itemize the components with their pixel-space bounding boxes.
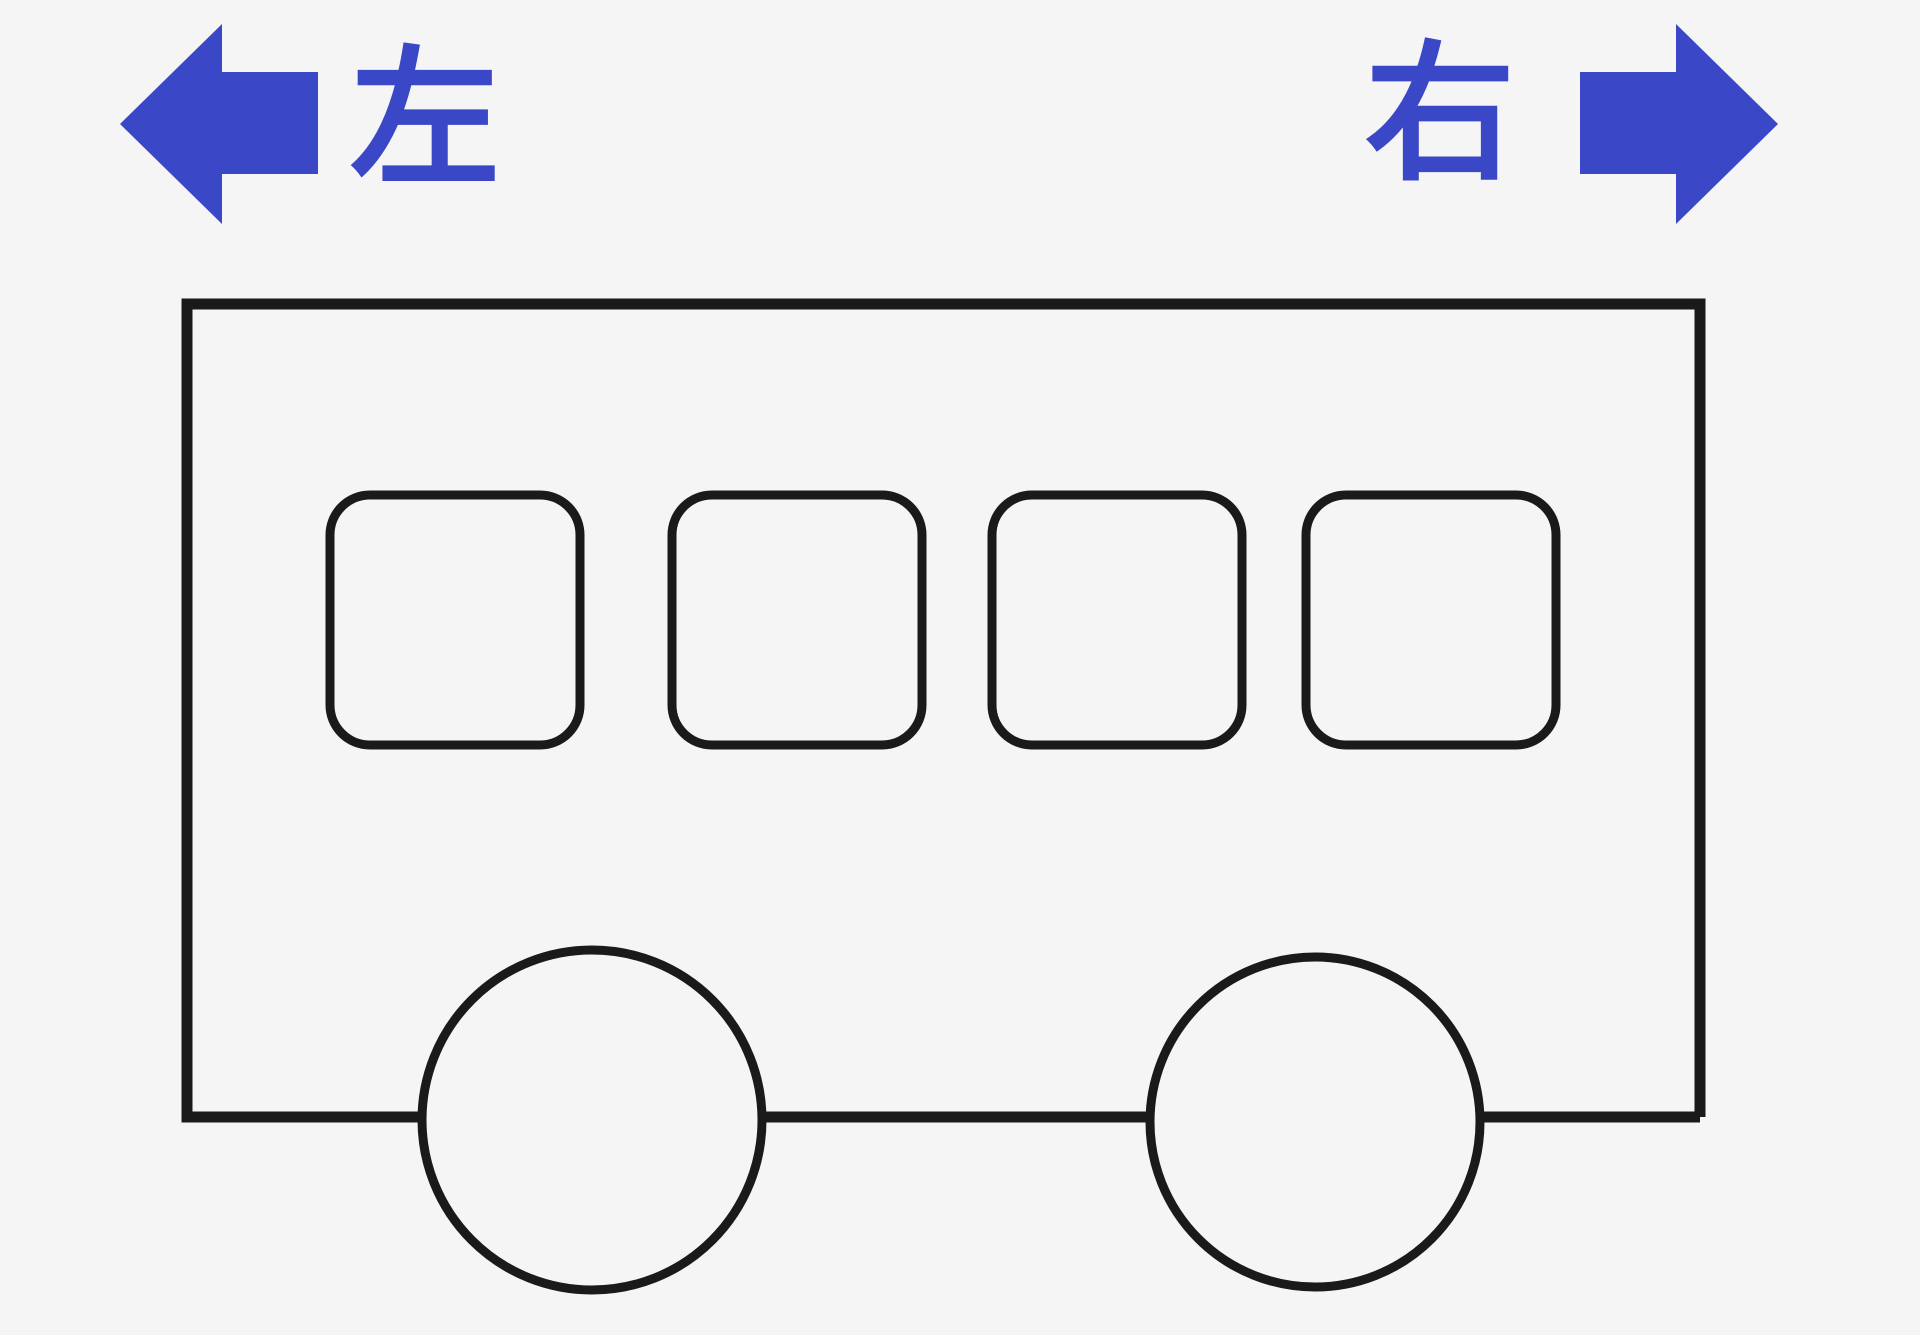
left-arrow-icon [120,24,318,224]
right-label: 右 [1365,28,1515,202]
bus-window [1301,490,1561,750]
bus-window [325,490,585,750]
right-arrow-icon [1580,24,1778,224]
bus-window [987,490,1247,750]
bus-wheel [1145,952,1485,1292]
bus [181,298,1706,1295]
left-direction-indicator: 左 [120,24,500,224]
bus-wheels [417,945,1485,1295]
bus-window [667,490,927,750]
bus-windows [325,490,1561,750]
right-direction-indicator: 右 [1365,24,1778,224]
bus-wheel [417,945,767,1295]
left-label: 左 [350,33,500,207]
